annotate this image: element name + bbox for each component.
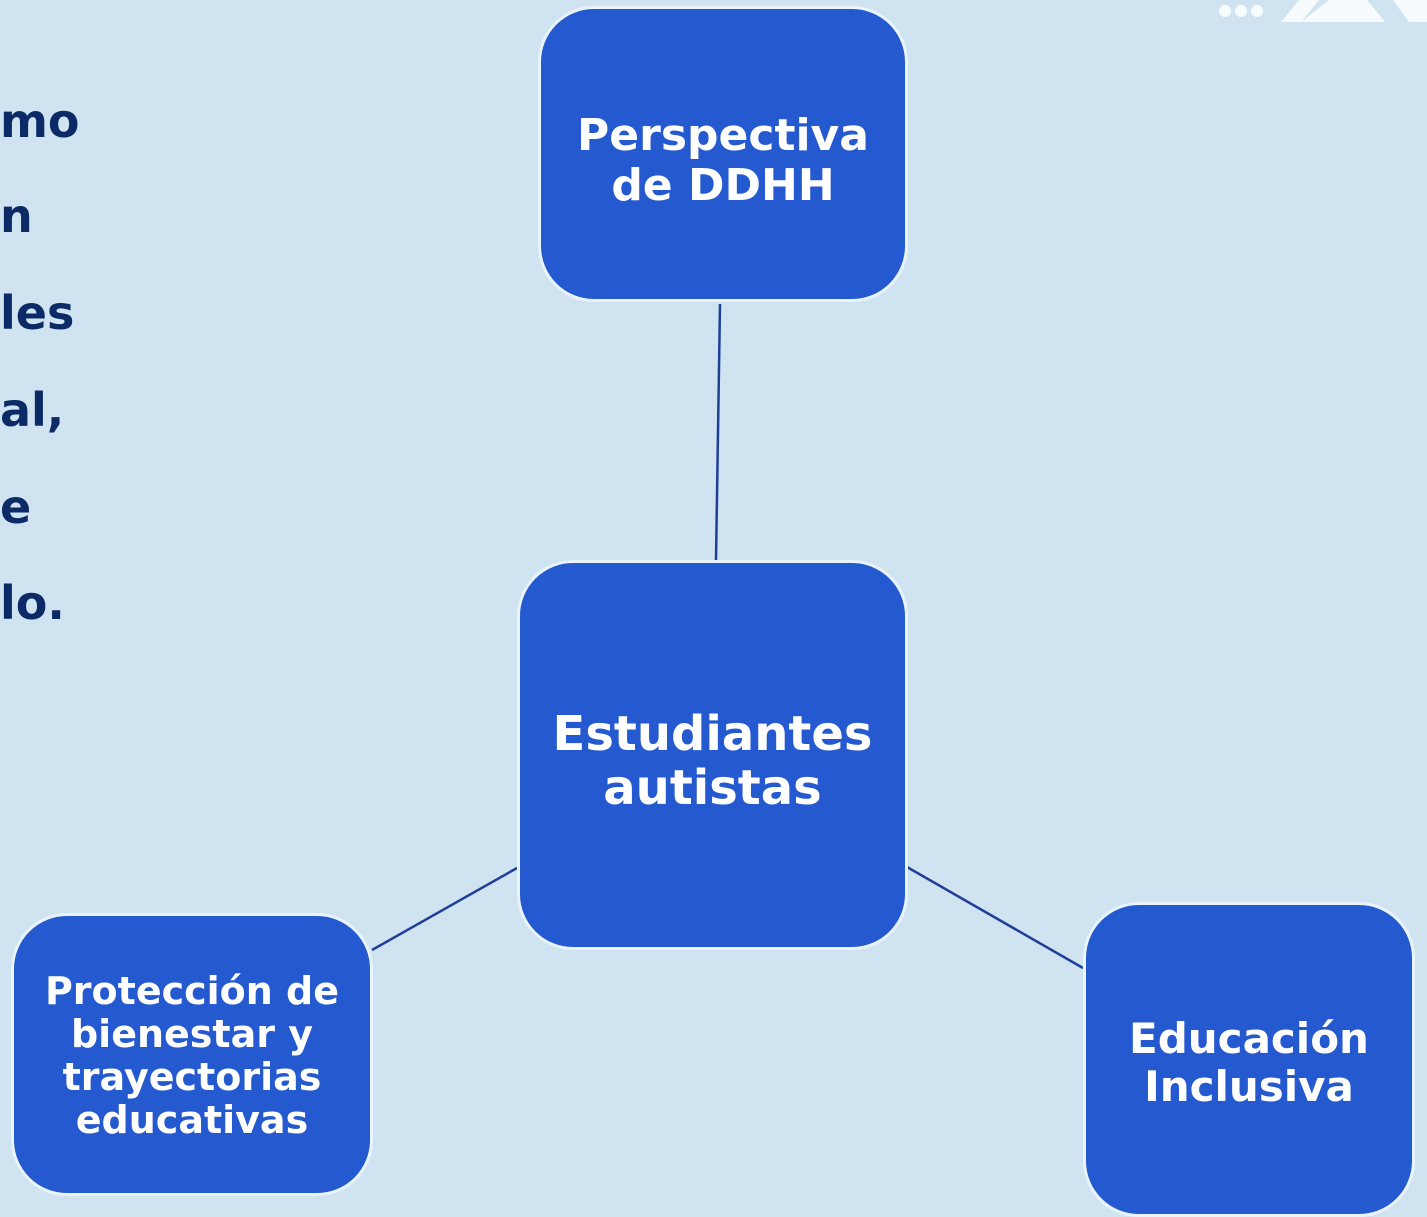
logo-mark-icon <box>1219 0 1427 22</box>
text-fragment-5: e <box>0 480 32 534</box>
node-left-label: Protección de bienestar y trayectorias e… <box>44 969 340 1142</box>
node-top-label: Perspectiva de DDHH <box>577 110 869 211</box>
node-center-label: Estudiantes autistas <box>552 706 873 816</box>
text-fragment-1: mo <box>0 94 80 148</box>
connector-top <box>714 303 722 561</box>
text-fragment-4: al, <box>0 383 65 437</box>
text-fragment-2: n <box>0 189 33 243</box>
node-right-label: Educación Inclusiva <box>1129 1014 1369 1111</box>
node-proteccion-bienestar: Protección de bienestar y trayectorias e… <box>11 913 373 1196</box>
text-fragment-3: les <box>0 286 75 340</box>
node-educacion-inclusiva: Educación Inclusiva <box>1083 902 1415 1217</box>
node-estudiantes-autistas: Estudiantes autistas <box>517 560 908 950</box>
node-perspectiva-ddhh: Perspectiva de DDHH <box>538 6 908 302</box>
text-fragment-6: lo. <box>0 576 65 630</box>
connector-right <box>906 865 1084 970</box>
connector-left <box>371 866 518 952</box>
